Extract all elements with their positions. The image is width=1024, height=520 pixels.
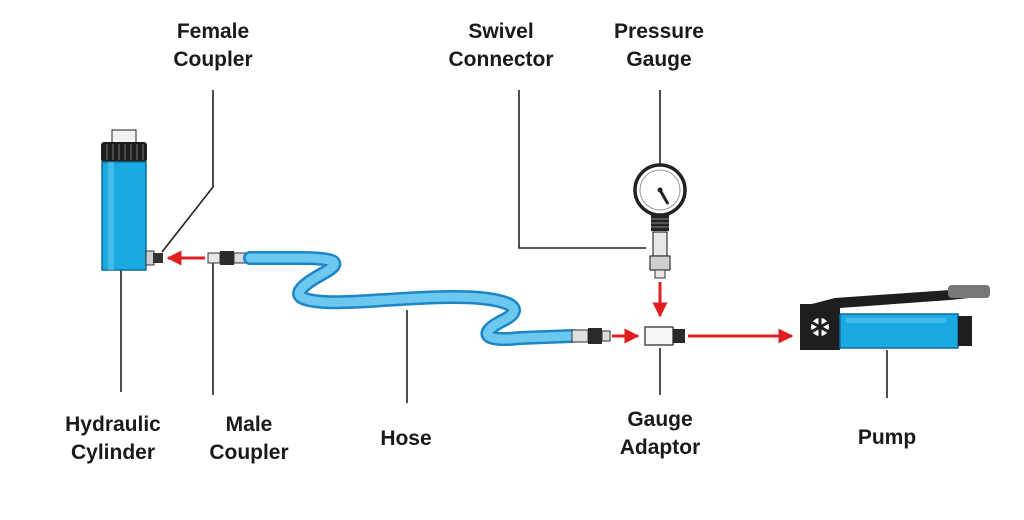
hand-pump-icon: [800, 285, 990, 350]
label-hydraulic-cylinder: Hydraulic Cylinder: [65, 413, 161, 464]
label-pump: Pump: [857, 426, 917, 449]
gauge-adaptor-icon: [644, 326, 685, 346]
hose-end-fitting-icon: [571, 328, 611, 344]
leader-swivel-connector: [518, 90, 646, 249]
leader-lines: [120, 90, 888, 403]
label-gauge-adaptor: Gauge Adaptor: [619, 408, 701, 459]
male-coupler-icon: [207, 251, 251, 265]
hydraulic-cylinder-icon: [101, 129, 147, 271]
pressure-gauge-icon: [633, 163, 687, 231]
label-swivel-connector: Swivel Connector: [448, 20, 554, 71]
label-hose: Hose: [380, 427, 432, 450]
female-coupler-icon: [145, 250, 163, 266]
label-male-coupler: Male Coupler: [209, 413, 289, 464]
swivel-connector-icon: [649, 231, 671, 279]
label-pressure-gauge: Pressure Gauge: [614, 20, 704, 71]
hose-icon: [243, 251, 579, 346]
leader-female-coupler: [161, 90, 214, 253]
label-female-coupler: Female Coupler: [173, 20, 253, 71]
